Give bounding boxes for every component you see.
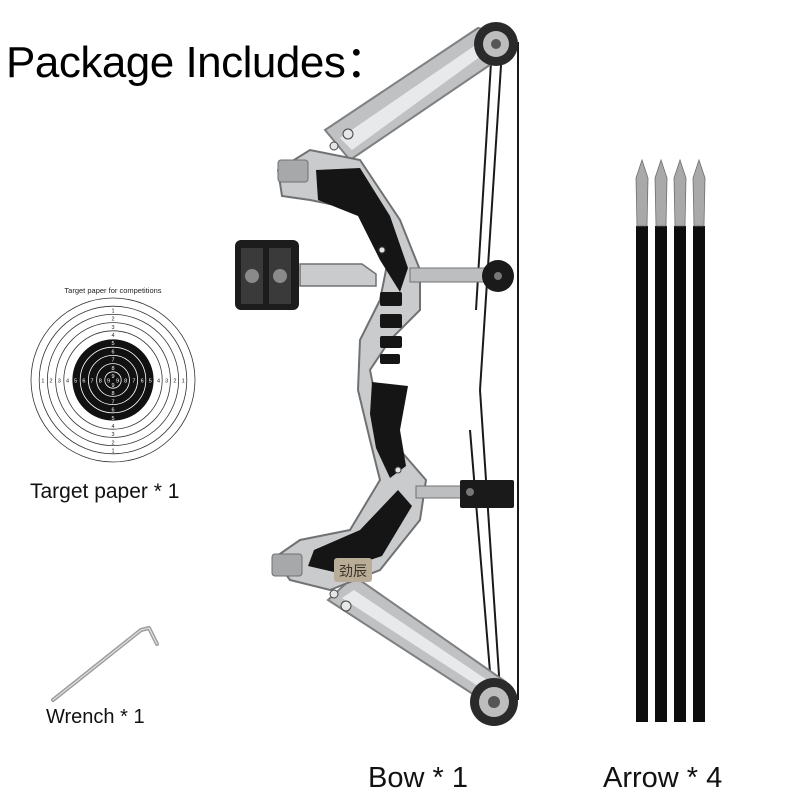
target-ring	[104, 371, 122, 389]
arrow-group	[635, 158, 706, 722]
target-ring-number: 9	[111, 383, 114, 389]
compound-bow-image: 劲辰	[235, 22, 519, 726]
arrow-tip	[692, 158, 706, 227]
target-ring-number: 3	[111, 432, 114, 438]
arrow-caption: Arrow * 4	[603, 762, 723, 794]
target-ring-number: 5	[74, 379, 77, 385]
bow-riser-inlay-top	[316, 168, 408, 292]
target-ring-number: 4	[111, 424, 114, 430]
target-ring-number: 6	[141, 379, 144, 385]
target-ring-number: 2	[50, 379, 53, 385]
target-ring-number: 3	[58, 379, 61, 385]
arrow-shaft	[693, 226, 705, 722]
target-ring-number: 9	[111, 374, 114, 380]
arrow-tip	[673, 158, 687, 227]
target-ring-number: 9	[107, 379, 110, 385]
page-title: Package Includes：	[6, 38, 389, 87]
wrench-image	[51, 626, 159, 702]
target-ring-number: 1	[111, 308, 114, 314]
target-ring-number: 5	[111, 341, 114, 347]
cable-guard-upper	[409, 260, 514, 292]
target-ring-number: 9	[116, 379, 119, 385]
bow-riser-grip	[370, 382, 408, 478]
target-ring-number: 8	[111, 391, 114, 397]
target-ring-number: 7	[111, 358, 114, 364]
target-ring-number: 2	[111, 317, 114, 323]
target-ring-number: 8	[111, 366, 114, 372]
target-ring-number: 6	[82, 379, 85, 385]
target-ring-number: 5	[149, 379, 152, 385]
target-ring-number: 1	[182, 379, 185, 385]
bow-riser	[272, 148, 428, 592]
target-ring-number: 2	[173, 379, 176, 385]
target-ring-number: 1	[41, 379, 44, 385]
target-ring-number: 4	[111, 333, 114, 339]
target-ring-number: 3	[165, 379, 168, 385]
target-ring-number: 2	[111, 440, 114, 446]
target-ring-number: 6	[111, 408, 114, 414]
bow-logo-badge	[334, 558, 372, 582]
bow-upper-cam	[474, 22, 518, 66]
bow-caption: Bow * 1	[368, 762, 468, 794]
bow-riser-slots	[380, 292, 402, 364]
target-ring-number: 3	[111, 325, 114, 331]
arrows-image	[635, 158, 706, 722]
arrow-tip	[635, 158, 649, 227]
target-paper-heading: Target paper for competitions	[64, 286, 162, 295]
arrow-rest	[235, 240, 377, 310]
target-ring-number: 8	[99, 379, 102, 385]
target-ring-number: 1	[111, 449, 114, 455]
target-rings	[30, 297, 196, 463]
bow-logo-text: 劲辰	[339, 564, 367, 580]
target-ring-number: 5	[111, 416, 114, 422]
target-ring-number: 6	[111, 349, 114, 355]
arrow-shaft	[655, 226, 667, 722]
target-ring-number: 7	[91, 379, 94, 385]
cable-guard-lower	[415, 480, 514, 508]
arrow-tip	[654, 158, 668, 227]
arrow-shaft	[674, 226, 686, 722]
bow-riser-inlay-bottom	[308, 490, 412, 572]
bow-lower-cam	[470, 678, 518, 726]
target-ring-number: 8	[124, 379, 127, 385]
arrow-shaft	[636, 226, 648, 722]
wrench-caption: Wrench * 1	[46, 706, 145, 728]
bow-strings	[469, 42, 519, 700]
target-ring-number: 4	[157, 379, 160, 385]
target-ring-number: 4	[66, 379, 69, 385]
target-ring-number: 7	[111, 399, 114, 405]
target-ring-number: 7	[132, 379, 135, 385]
target-paper-caption: Target paper * 1	[30, 480, 180, 503]
